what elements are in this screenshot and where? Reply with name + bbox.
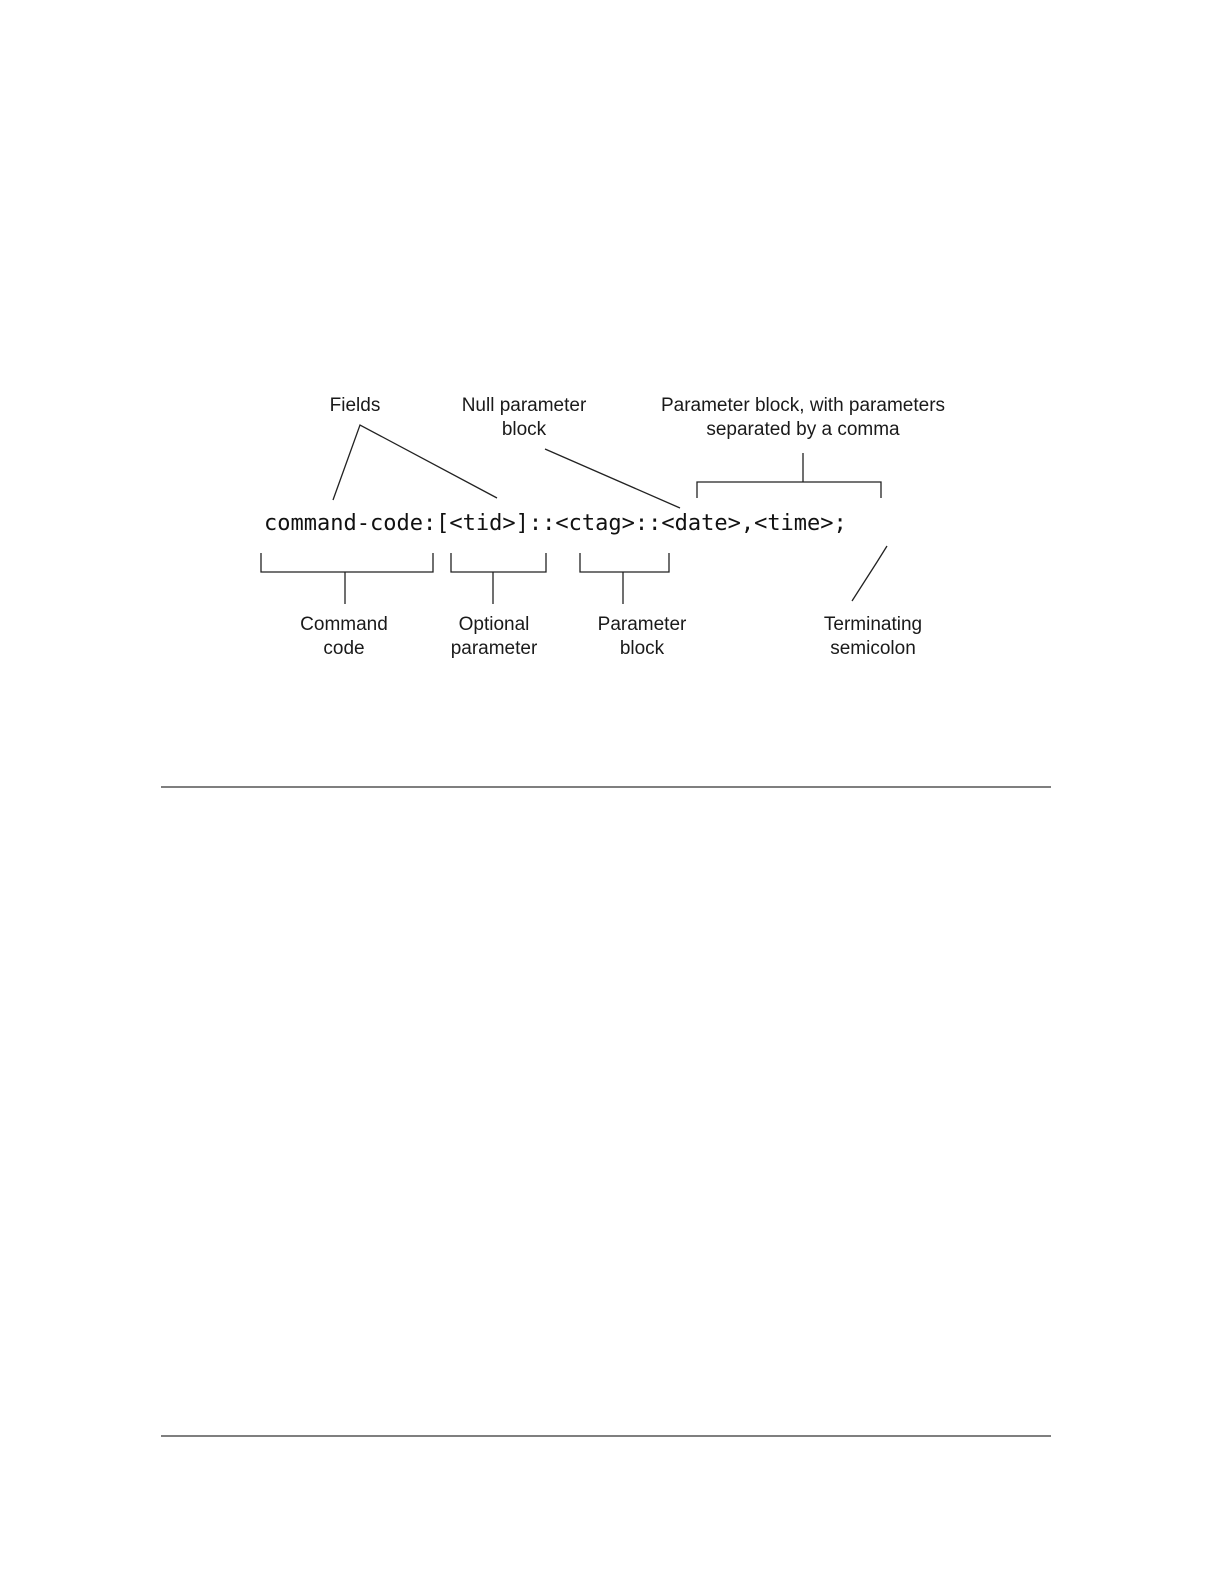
- terminating-semicolon-label-line2: semicolon: [830, 638, 916, 659]
- parameter-block-comma-label-line1: Parameter block, with parameters: [661, 395, 945, 416]
- parameter-block-label-line1: Parameter: [598, 614, 687, 635]
- parameter-block-bracket: [580, 553, 669, 572]
- null-parameter-block-label-line2: block: [502, 419, 547, 440]
- parameter-block-label-line2: block: [620, 638, 665, 659]
- comma-block-bracket: [697, 482, 881, 498]
- optional-parameter-label-line2: parameter: [451, 638, 538, 659]
- command-syntax: command-code:[<tid>]::<ctag>::<date>,<ti…: [264, 511, 847, 536]
- optional-parameter-label-line1: Optional: [459, 614, 530, 635]
- semicolon-pointer: [852, 546, 887, 601]
- command-code-label-line2: code: [323, 638, 364, 659]
- optional-parameter-bracket: [451, 553, 546, 572]
- command-code-label-line1: Command: [300, 614, 388, 635]
- command-code-bracket: [261, 553, 433, 572]
- fields-label: Fields: [330, 395, 381, 416]
- null-block-pointer: [545, 449, 680, 508]
- null-parameter-block-label-line1: Null parameter: [462, 395, 587, 416]
- parameter-block-comma-label-line2: separated by a comma: [706, 419, 900, 440]
- fields-pointer: [333, 425, 497, 500]
- terminating-semicolon-label-line1: Terminating: [824, 614, 922, 635]
